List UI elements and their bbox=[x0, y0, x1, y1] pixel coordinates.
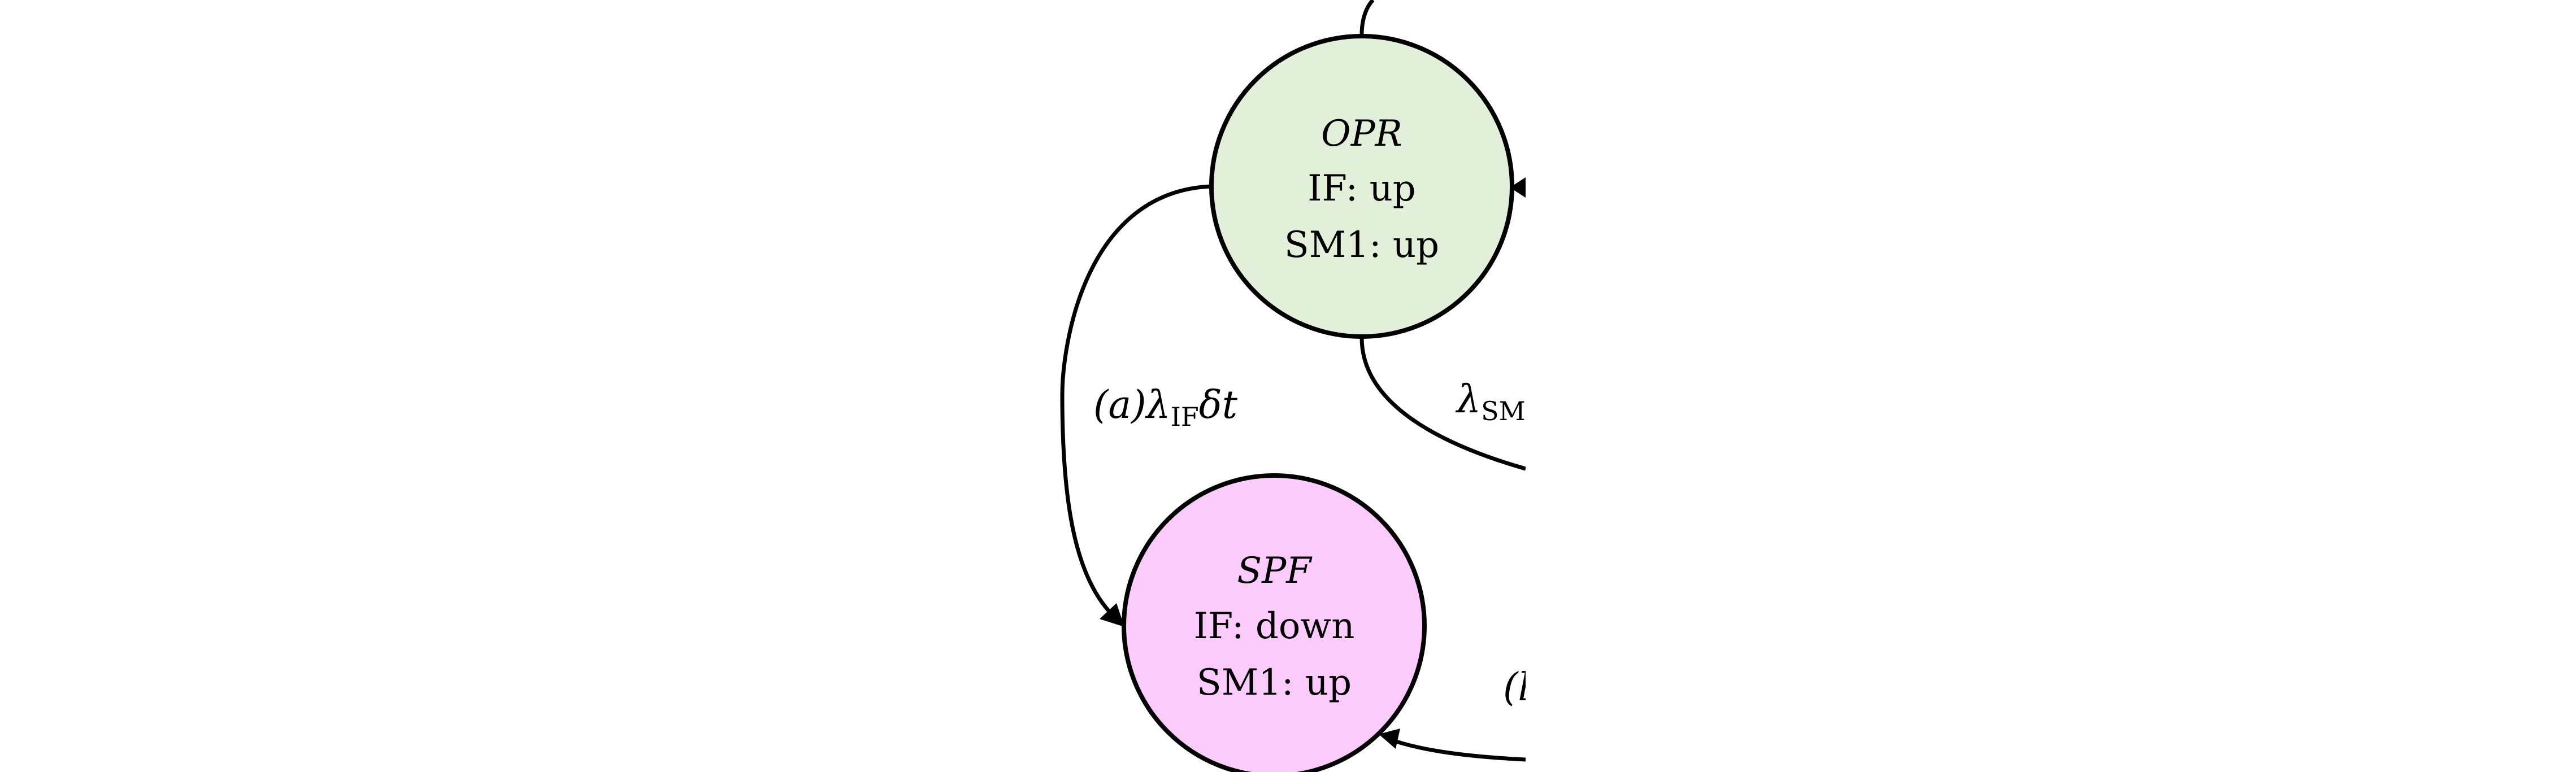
edge-into-opr-right-arrowhead bbox=[1510, 177, 1526, 198]
node-opr: OPR IF: up SM1: up bbox=[1209, 34, 1514, 339]
edge-into-opr-top bbox=[1359, 0, 1375, 36]
node-opr-name: OPR bbox=[1321, 113, 1402, 155]
node-spf: SPF IF: down SM1: up bbox=[1122, 473, 1427, 772]
node-spf-line-2: SM1: up bbox=[1197, 662, 1352, 704]
node-opr-line-1: IF: up bbox=[1307, 168, 1416, 210]
node-opr-line-2: SM1: up bbox=[1284, 224, 1439, 266]
crop-mask-right bbox=[1526, 0, 2576, 772]
edge-opr-to-spf-label-subscript: IF bbox=[1171, 402, 1199, 432]
edge-opr-lower-right-label-subscript: SM bbox=[1481, 396, 1526, 426]
edge-opr-to-spf-label-suffix: δt bbox=[1199, 383, 1238, 428]
edge-right-to-spf bbox=[1390, 738, 1526, 762]
edge-opr-lower-right bbox=[1359, 337, 1526, 471]
node-spf-name: SPF bbox=[1237, 550, 1313, 592]
edge-opr-to-spf-label: (a)λIFδt bbox=[1093, 383, 1238, 432]
node-spf-circle bbox=[1122, 473, 1427, 772]
edge-right-to-spf-arrowhead bbox=[1379, 729, 1400, 749]
node-spf-line-1: IF: down bbox=[1194, 605, 1355, 647]
edge-opr-to-spf-arrowhead bbox=[1100, 603, 1124, 627]
edge-opr-lower-right-label: λSM bbox=[1455, 377, 1526, 426]
node-opr-circle bbox=[1209, 34, 1514, 339]
edge-opr-to-spf-label-prefix: (a)λ bbox=[1093, 383, 1171, 428]
edge-opr-lower-right-label-symbol: λ bbox=[1455, 377, 1481, 422]
edge-opr-to-spf bbox=[1060, 184, 1211, 617]
